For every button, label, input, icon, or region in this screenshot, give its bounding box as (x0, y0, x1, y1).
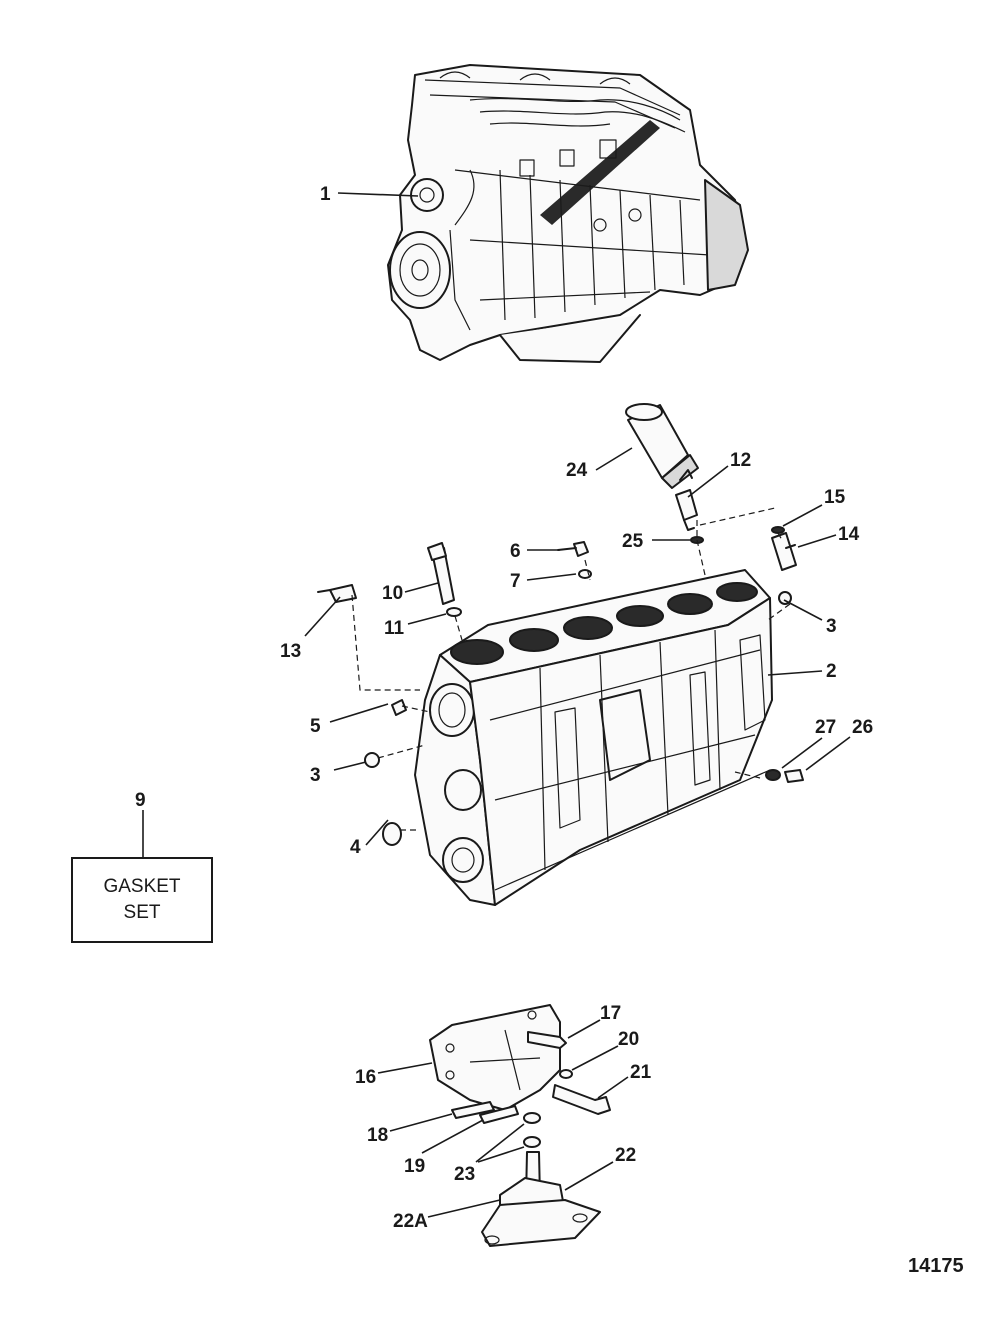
callout-10: 10 (382, 583, 403, 604)
tube-10-illustration (427, 542, 455, 605)
washer-27-illustration (765, 769, 781, 781)
callout-3-upper: 3 (826, 616, 837, 637)
gasket-set-box: GASKET SET (71, 857, 213, 943)
assembly-lines (351, 507, 791, 831)
oil-filter-illustration (625, 403, 699, 489)
callout-12: 12 (730, 450, 751, 471)
callout-27: 27 (815, 717, 836, 738)
cylinder-block-illustration (414, 569, 773, 906)
washer-15-illustration (771, 526, 785, 534)
callout-15: 15 (824, 487, 846, 508)
gasket-box-line1: GASKET (103, 876, 181, 897)
callout-13: 13 (280, 641, 301, 662)
callout-20: 20 (618, 1029, 639, 1050)
callout-21: 21 (630, 1062, 652, 1083)
sender-12-illustration (675, 489, 698, 531)
washer-7-illustration (578, 569, 592, 579)
callout-1: 1 (320, 184, 331, 205)
washer-11-illustration (446, 607, 462, 617)
sensor-13-illustration (317, 584, 357, 603)
callout-24: 24 (566, 460, 588, 481)
plug-3-lower-illustration (364, 752, 380, 768)
callout-14: 14 (838, 524, 860, 545)
callout-11: 11 (384, 618, 405, 639)
callout-5: 5 (310, 716, 321, 737)
leader-lines (142, 192, 851, 1218)
callout-6: 6 (510, 541, 521, 562)
callout-19: 19 (404, 1156, 425, 1177)
callout-7: 7 (510, 571, 521, 592)
callout-18: 18 (367, 1125, 388, 1146)
callout-23: 23 (454, 1164, 475, 1185)
engine-mount-bracket-illustration (429, 1004, 561, 1111)
callout-17: 17 (600, 1003, 621, 1024)
callout-22a: 22A (393, 1211, 428, 1232)
figure-number: 14175 (908, 1255, 964, 1277)
callout-labels: 1 2 3 3 4 5 6 7 9 10 11 12 13 14 15 16 1… (135, 184, 873, 1232)
bolt-26-illustration (784, 769, 804, 783)
callout-26: 26 (852, 717, 873, 738)
gasket-box-line2: SET (123, 902, 161, 923)
callout-2: 2 (826, 661, 837, 682)
engine-assembly-illustration (387, 64, 749, 363)
cap-4-illustration (382, 822, 402, 846)
callout-9: 9 (135, 790, 146, 811)
sensor-14-illustration (771, 532, 797, 571)
plug-3-upper-illustration (778, 591, 792, 605)
callout-25: 25 (622, 531, 644, 552)
callout-3-lower: 3 (310, 765, 321, 786)
pin-5-illustration (391, 699, 407, 716)
callout-22: 22 (615, 1145, 636, 1166)
mount-hardware-illustration (451, 1031, 611, 1247)
bolt-6-illustration (557, 541, 589, 557)
callout-4: 4 (350, 837, 361, 858)
callout-16: 16 (355, 1067, 376, 1088)
